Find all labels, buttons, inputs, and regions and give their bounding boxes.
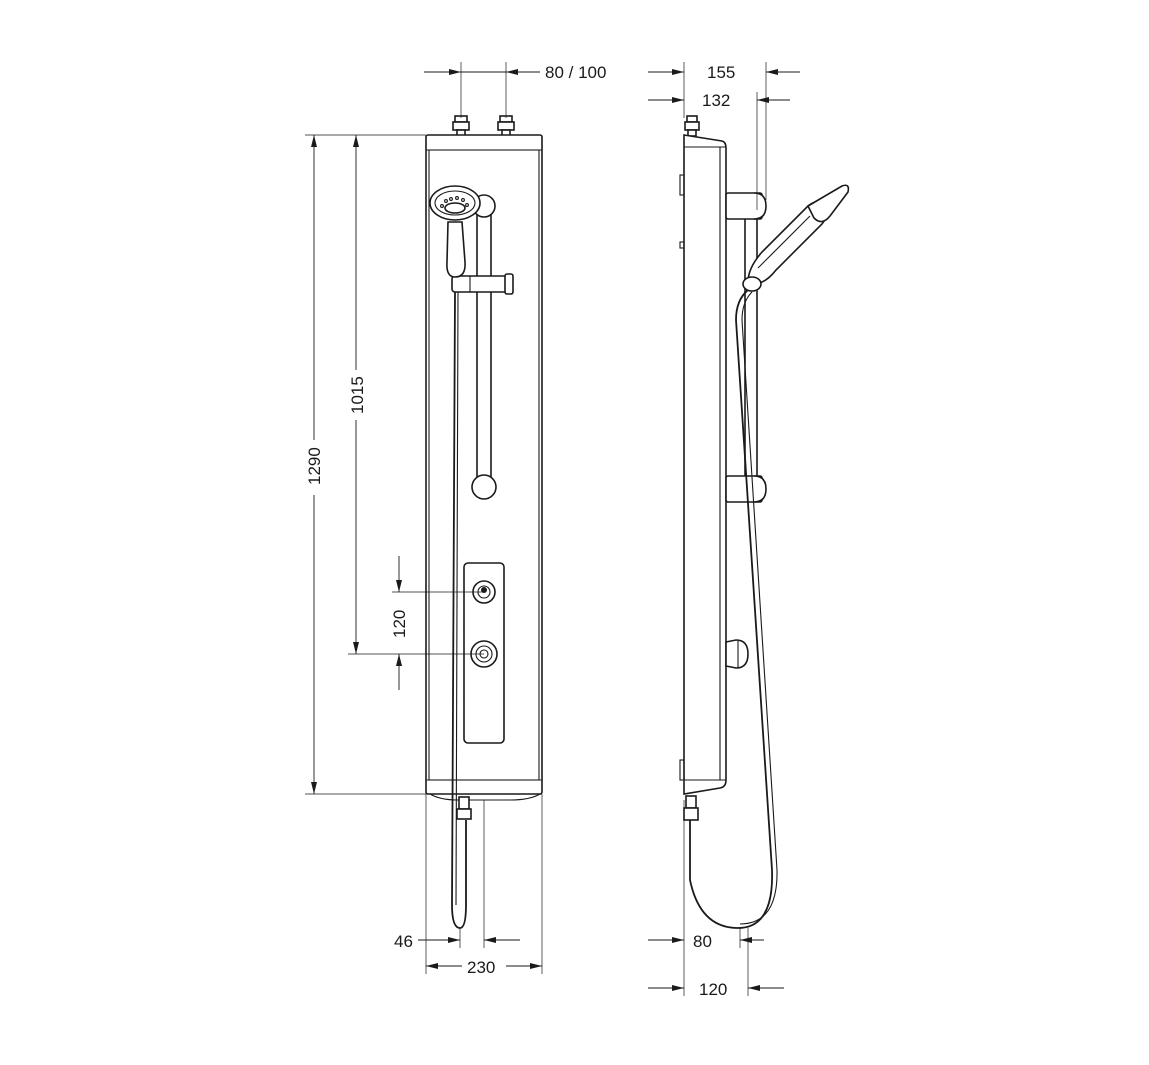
front-outlet-connector	[456, 796, 472, 820]
dim-rail-height: 1015	[348, 135, 367, 654]
dim-control-spacing: 120	[348, 556, 484, 690]
dim-label-inlet-spacing: 80 / 100	[545, 63, 606, 82]
side-inlet-connector	[684, 115, 700, 137]
front-control-plate	[463, 562, 505, 744]
side-control-knob	[725, 639, 749, 669]
side-shower-hose	[689, 289, 778, 929]
side-view: 155 132 80 120	[648, 62, 850, 999]
dim-side-total-depth: 155	[648, 62, 800, 200]
dim-side-rail-depth: 132	[648, 91, 790, 210]
dim-side-outlet-depth: 80	[648, 800, 764, 996]
dim-label-outlet-offset: 46	[394, 932, 413, 951]
dim-inlet-spacing: 80 / 100	[424, 62, 606, 118]
dim-label-side-outlet-depth: 80	[693, 932, 712, 951]
dim-label-side-body-depth: 120	[699, 980, 727, 999]
front-view: 80 / 100 1290 1015 120	[305, 62, 606, 977]
dim-label-front-width: 230	[467, 958, 495, 977]
dim-label-total-height: 1290	[305, 447, 324, 485]
front-slider-holder	[451, 273, 514, 295]
dim-label-side-total-depth: 155	[707, 63, 735, 82]
dim-label-rail-height: 1015	[348, 376, 367, 414]
side-outlet-connector	[683, 795, 699, 821]
inlet-connector-right	[497, 115, 515, 137]
side-slide-rail	[725, 192, 767, 503]
side-hand-shower	[742, 184, 850, 292]
inlet-connector-left	[452, 115, 470, 137]
dim-outlet-offset: 46	[394, 794, 520, 974]
dim-side-body-depth: 120	[648, 928, 784, 999]
dim-front-width: 230	[426, 794, 543, 977]
dim-label-side-rail-depth: 132	[702, 91, 730, 110]
dim-label-control-spacing: 120	[390, 610, 409, 638]
front-hand-shower	[429, 185, 481, 278]
dim-total-height: 1290	[305, 134, 426, 795]
